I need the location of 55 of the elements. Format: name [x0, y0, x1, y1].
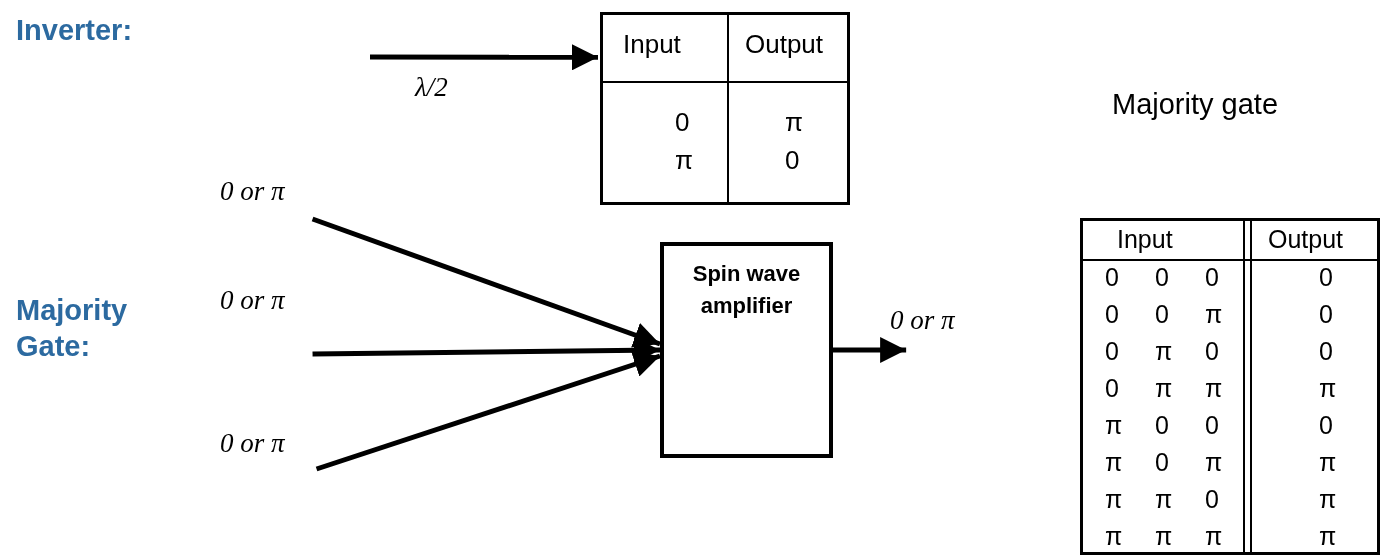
table-value: 0	[1105, 337, 1119, 366]
arrow	[833, 337, 907, 363]
table-value: π	[1155, 522, 1173, 551]
table-value: π	[1205, 448, 1223, 477]
table-value: 0	[1105, 263, 1119, 292]
column-header: Input	[1117, 225, 1173, 254]
phase-label: 0 or π	[220, 285, 285, 316]
table-value: 0	[1319, 263, 1333, 292]
phase-label: 0 or π	[220, 428, 285, 459]
table-value: π	[1205, 374, 1223, 403]
edge-label: λ/2	[415, 72, 448, 103]
table-value: 0	[1205, 337, 1219, 366]
truth-table	[600, 12, 850, 205]
table-value: π	[1155, 485, 1173, 514]
amplifier-box	[660, 242, 833, 458]
phase-label: 0 or π	[890, 305, 955, 336]
table-value: 0	[1319, 411, 1333, 440]
table-title: Majority gate	[1112, 88, 1278, 121]
table-value: π	[1205, 300, 1223, 329]
table-value: π	[1105, 485, 1123, 514]
table-value: π	[1155, 337, 1173, 366]
table-value: 0	[1105, 374, 1119, 403]
table-value: 0	[1319, 337, 1333, 366]
table-value: 0	[1105, 300, 1119, 329]
table-value: 0	[1205, 485, 1219, 514]
table-value: 0	[1155, 263, 1169, 292]
table-value: π	[675, 145, 693, 176]
table-value: 0	[785, 145, 800, 176]
table-value: 0	[1205, 411, 1219, 440]
phase-label: 0 or π	[220, 176, 285, 207]
section-title: Majority Gate:	[16, 293, 129, 364]
column-header: Output	[1268, 225, 1344, 254]
table-value: π	[1105, 411, 1123, 440]
table-value: 0	[1155, 411, 1169, 440]
amplifier-label: Spin wave amplifier	[691, 260, 802, 320]
table-value: 0	[1155, 300, 1169, 329]
table-value: π	[785, 107, 803, 138]
section-title: Inverter:	[16, 13, 133, 48]
table-value: π	[1319, 374, 1337, 403]
arrow	[311, 216, 661, 348]
table-value: π	[1319, 448, 1337, 477]
table-value: π	[1319, 522, 1337, 551]
table-value: π	[1205, 522, 1223, 551]
table-value: 0	[1319, 300, 1333, 329]
column-header: Input	[623, 29, 681, 60]
arrow	[370, 44, 598, 71]
column-header: Output	[745, 29, 824, 60]
table-value: π	[1105, 522, 1123, 551]
table-value: π	[1319, 485, 1337, 514]
table-value: 0	[675, 107, 690, 138]
table-value: 0	[1155, 448, 1169, 477]
table-value: π	[1105, 448, 1123, 477]
arrow	[315, 351, 661, 472]
table-value: 0	[1205, 263, 1219, 292]
table-value: π	[1155, 374, 1173, 403]
